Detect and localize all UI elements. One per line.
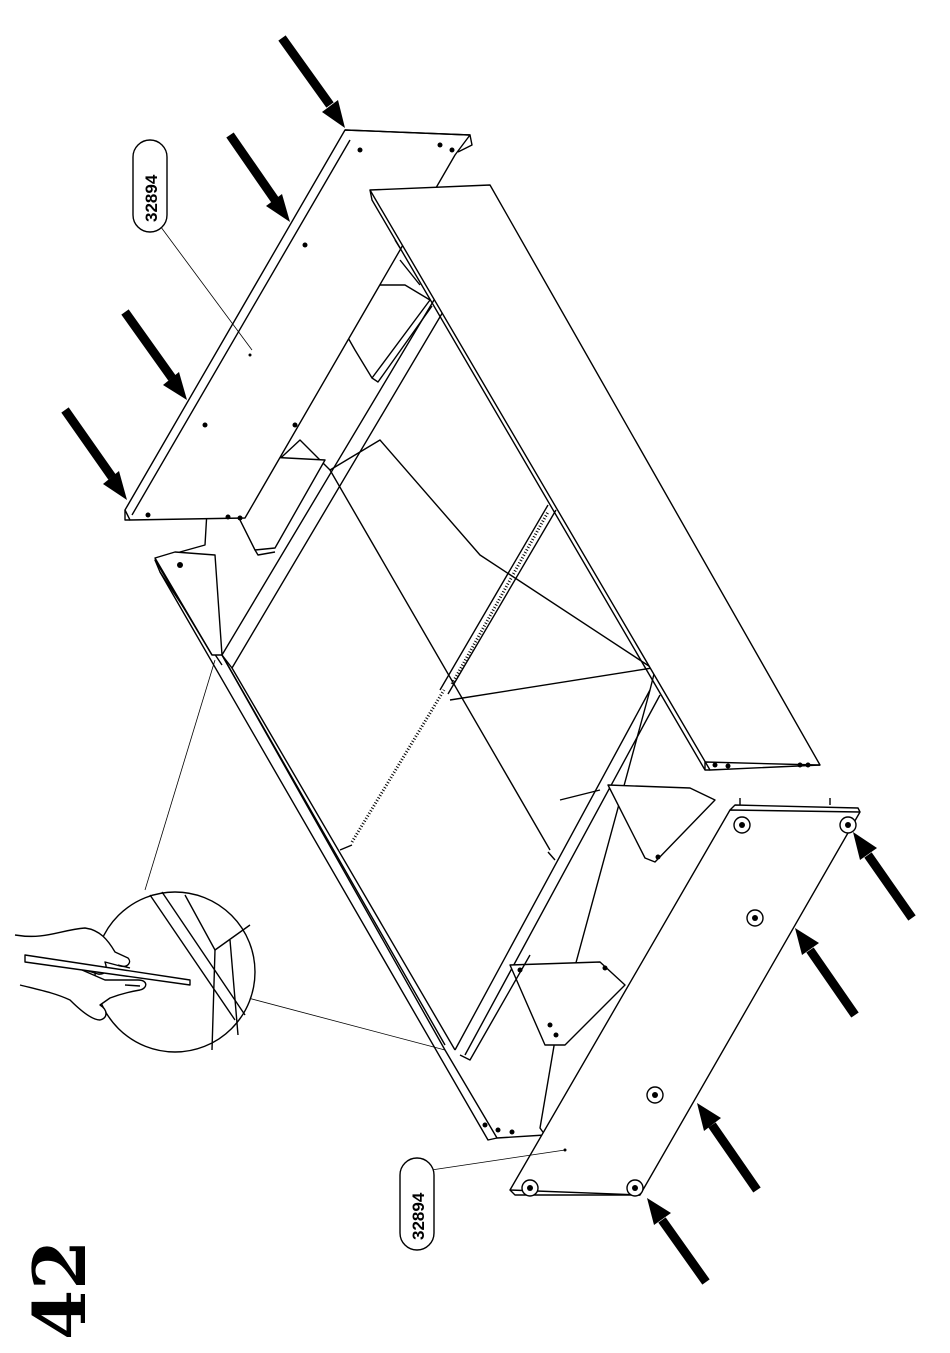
push-arrow-icon bbox=[65, 410, 127, 500]
push-arrow-icon bbox=[853, 832, 912, 918]
push-arrow-icon bbox=[647, 1198, 706, 1282]
push-arrow-icon bbox=[795, 928, 855, 1015]
push-arrow-icon bbox=[125, 312, 187, 400]
push-arrow-icon bbox=[697, 1103, 757, 1190]
push-arrow-icon bbox=[230, 135, 290, 222]
part-label-top: 32894 bbox=[133, 140, 252, 350]
step-number: 42 bbox=[17, 1240, 102, 1340]
push-arrow-icon bbox=[282, 38, 345, 128]
end-panel-left bbox=[155, 552, 222, 655]
part-label-text: 32894 bbox=[142, 174, 161, 222]
part-label-text: 32894 bbox=[409, 1192, 428, 1240]
front-divider-panel bbox=[608, 785, 715, 862]
